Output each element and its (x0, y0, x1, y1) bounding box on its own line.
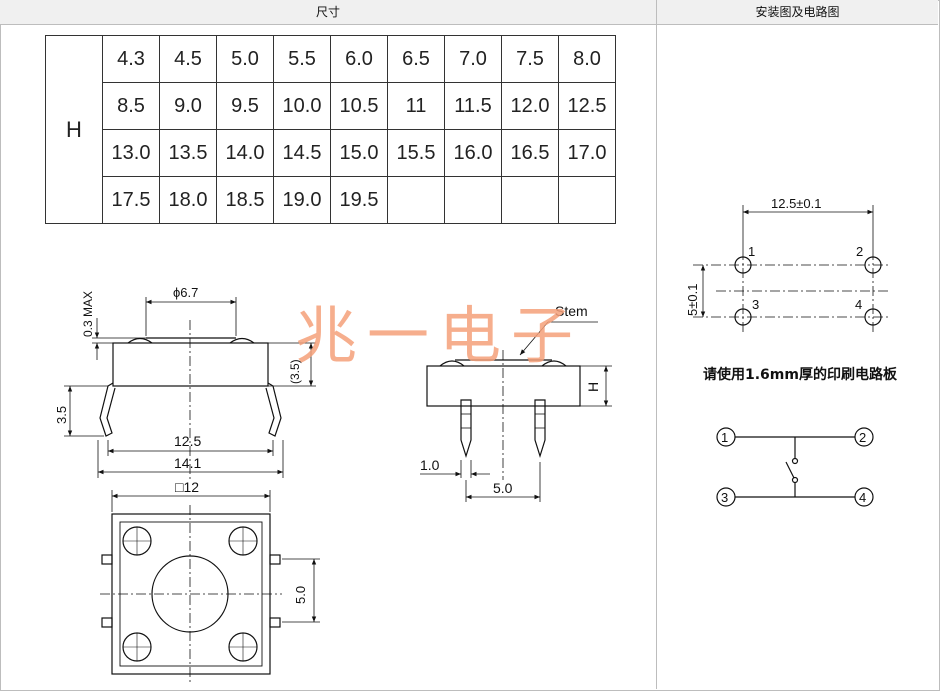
label-pin-width: 1.0 (420, 457, 440, 473)
table-cell: 16.0 (444, 129, 502, 177)
table-row: 8.5 9.0 9.5 10.0 10.5 11 11.5 12.0 12.5 (46, 82, 616, 130)
switch-body-side (112, 342, 269, 387)
label-front-pitch: 5.0 (493, 480, 513, 496)
label-width: 14.1 (174, 455, 201, 471)
top-view (100, 490, 320, 684)
label-stem-height: (3.5) (288, 359, 302, 384)
pcb-thickness-note: 请使用1.6mm厚的印刷电路板 (703, 367, 897, 383)
label-top-pitch: 5.0 (293, 586, 308, 604)
column-divider (656, 0, 657, 689)
pin-tab (269, 617, 281, 628)
circuit-diagram (716, 427, 874, 507)
header-size: 尺寸 (0, 0, 657, 25)
table-cell: 12.0 (501, 82, 559, 130)
table-cell: 4.3 (102, 35, 160, 83)
table-row: 13.0 13.5 14.0 14.5 15.0 15.5 16.0 16.5 … (46, 129, 616, 177)
label-leg: 3.5 (54, 406, 69, 424)
table-cell: 19.5 (330, 176, 388, 224)
pin-tab (101, 554, 113, 565)
pad-label-4: 4 (855, 297, 862, 312)
side-view (64, 297, 316, 480)
table-cell: 14.5 (273, 129, 331, 177)
table-cell: 12.5 (558, 82, 616, 130)
table-cell: 10.0 (273, 82, 331, 130)
pin-tab (101, 617, 113, 628)
size-table: H 4.3 4.5 5.0 5.5 6.0 6.5 7.0 7.5 8.0 8.… (45, 35, 616, 224)
label-pcb-horizontal: 12.5±0.1 (771, 196, 822, 211)
table-cell: 17.0 (558, 129, 616, 177)
switch-body-front (426, 365, 581, 407)
table-cell: 9.0 (159, 82, 217, 130)
label-square: □12 (175, 479, 199, 495)
table-cell: 10.5 (330, 82, 388, 130)
front-view (420, 321, 612, 502)
label-pcb-vertical: 5±0.1 (685, 284, 700, 316)
table-cell: 5.5 (273, 35, 331, 83)
pad-label-3: 3 (752, 297, 759, 312)
node-label-1: 1 (721, 430, 728, 445)
pin-left (460, 399, 472, 459)
table-cell: 15.0 (330, 129, 388, 177)
leg-right (265, 382, 282, 437)
table-cell: 19.0 (273, 176, 331, 224)
node-label-3: 3 (721, 490, 728, 505)
table-row: 17.5 18.0 18.5 19.0 19.5 (46, 176, 616, 224)
header-installation: 安装图及电路图 (657, 0, 938, 25)
pad-label-2: 2 (856, 244, 863, 259)
label-max: 0.3 MAX (81, 291, 95, 337)
table-cell: 15.5 (387, 129, 445, 177)
stem-bump-right (229, 337, 255, 344)
table-cell (501, 176, 559, 224)
table-cell: 7.5 (501, 35, 559, 83)
pcb-layout (693, 205, 888, 332)
table-cell: 8.0 (558, 35, 616, 83)
leg-left (99, 382, 116, 437)
label-diameter: ϕ6.7 (173, 285, 198, 300)
label-h: H (585, 382, 601, 392)
table-cell: 17.5 (102, 176, 160, 224)
watermark: 兆一电子 (295, 299, 584, 372)
table-cell: 16.5 (501, 129, 559, 177)
table-cell: 6.5 (387, 35, 445, 83)
table-cell (387, 176, 445, 224)
label-pitch: 12.5 (174, 433, 201, 449)
table-cell: 9.5 (216, 82, 274, 130)
node-label-4: 4 (859, 490, 866, 505)
table-cell: 6.0 (330, 35, 388, 83)
node-label-2: 2 (859, 430, 866, 445)
pad-label-1: 1 (748, 244, 755, 259)
pin-tab (269, 554, 281, 565)
switch-contact (785, 461, 795, 479)
label-stem: Stem (555, 303, 588, 319)
stem-bump-left (127, 337, 153, 344)
pin-right (534, 399, 546, 459)
table-cell: 7.0 (444, 35, 502, 83)
table-cell (558, 176, 616, 224)
table-cell: 18.5 (216, 176, 274, 224)
